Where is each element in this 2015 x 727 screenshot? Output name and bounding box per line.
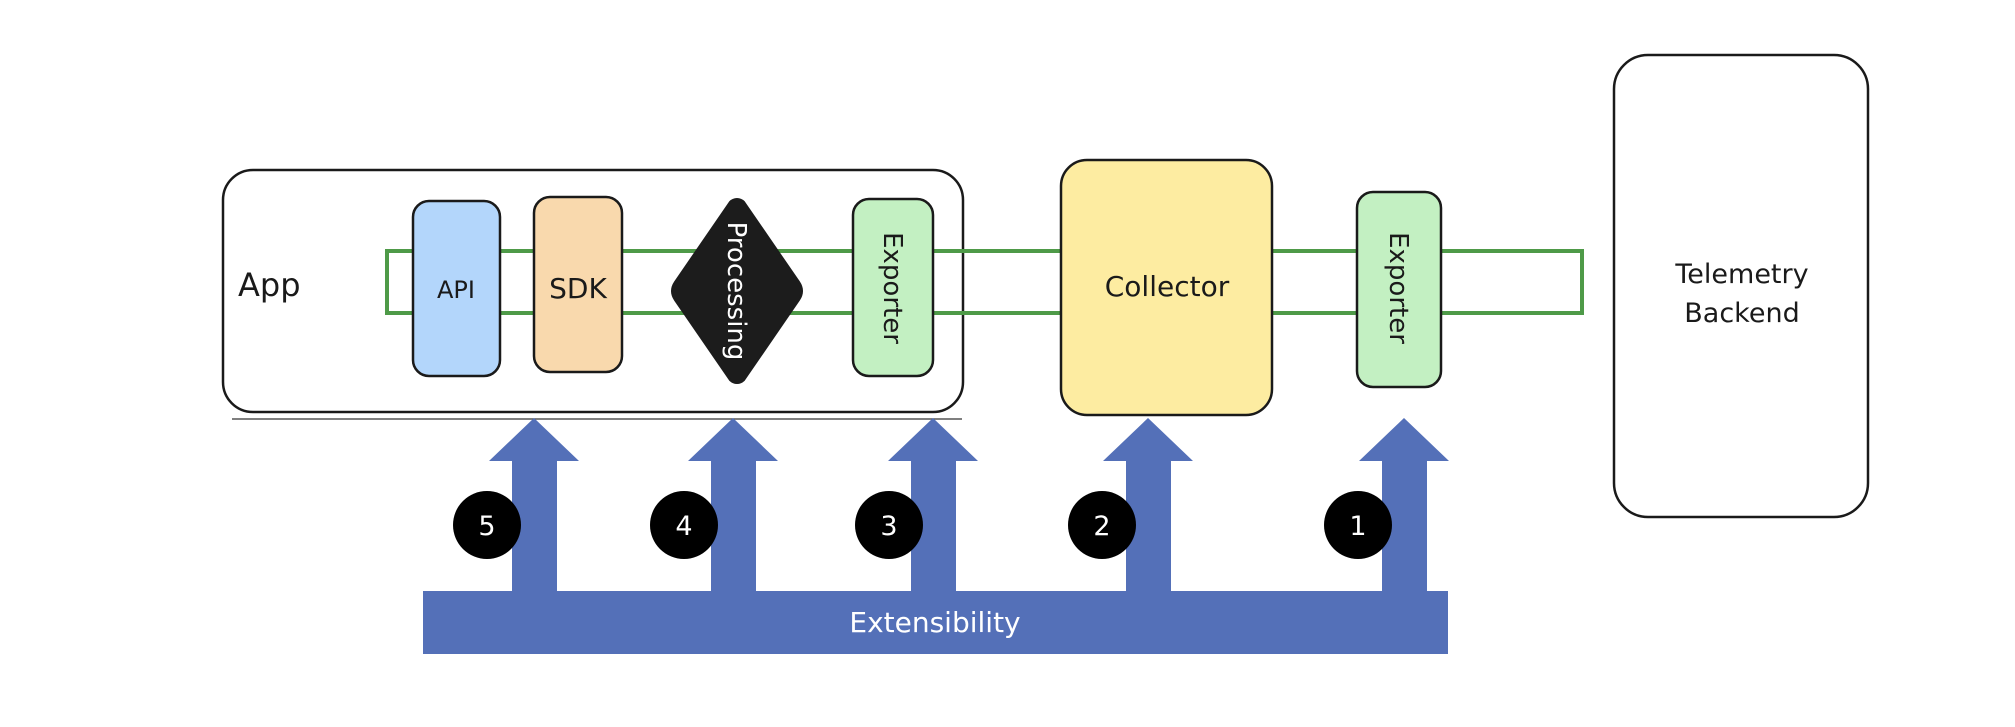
extension-arrow-2 [1103, 418, 1193, 592]
app-label: App [238, 266, 301, 304]
marker-5: 5 [453, 491, 521, 559]
svg-text:4: 4 [675, 511, 692, 542]
api-label: API [437, 276, 475, 304]
processing-label: Processing [721, 222, 751, 361]
extension-arrow-4 [688, 418, 778, 592]
extension-arrow-3 [888, 418, 978, 592]
sdk-label: SDK [549, 272, 607, 305]
telemetry-backend-line1: Telemetry [1674, 259, 1808, 290]
marker-2: 2 [1068, 491, 1136, 559]
collector-exporter-box [1355, 190, 1443, 389]
extensibility-label: Extensibility [849, 606, 1020, 639]
marker-1: 1 [1324, 491, 1392, 559]
collector-box [1059, 158, 1274, 417]
svg-text:5: 5 [478, 511, 495, 542]
api-box [411, 199, 502, 378]
telemetry-backend-line2: Backend [1684, 298, 1799, 329]
telemetry-backend-box [1612, 53, 1870, 519]
sdk-box [532, 195, 624, 374]
svg-text:1: 1 [1349, 511, 1366, 542]
collector-label: Collector [1105, 270, 1230, 303]
app-exporter-label: Exporter [877, 232, 907, 344]
extensibility-bar [423, 591, 1448, 654]
marker-4: 4 [650, 491, 718, 559]
extension-arrow-1 [1359, 418, 1449, 592]
marker-3: 3 [855, 491, 923, 559]
collector-exporter-label: Exporter [1383, 232, 1413, 344]
extension-arrow-5 [489, 418, 579, 592]
svg-text:3: 3 [880, 511, 897, 542]
app-exporter-box [851, 197, 935, 378]
svg-text:2: 2 [1093, 511, 1110, 542]
processing-diamond [671, 198, 803, 384]
